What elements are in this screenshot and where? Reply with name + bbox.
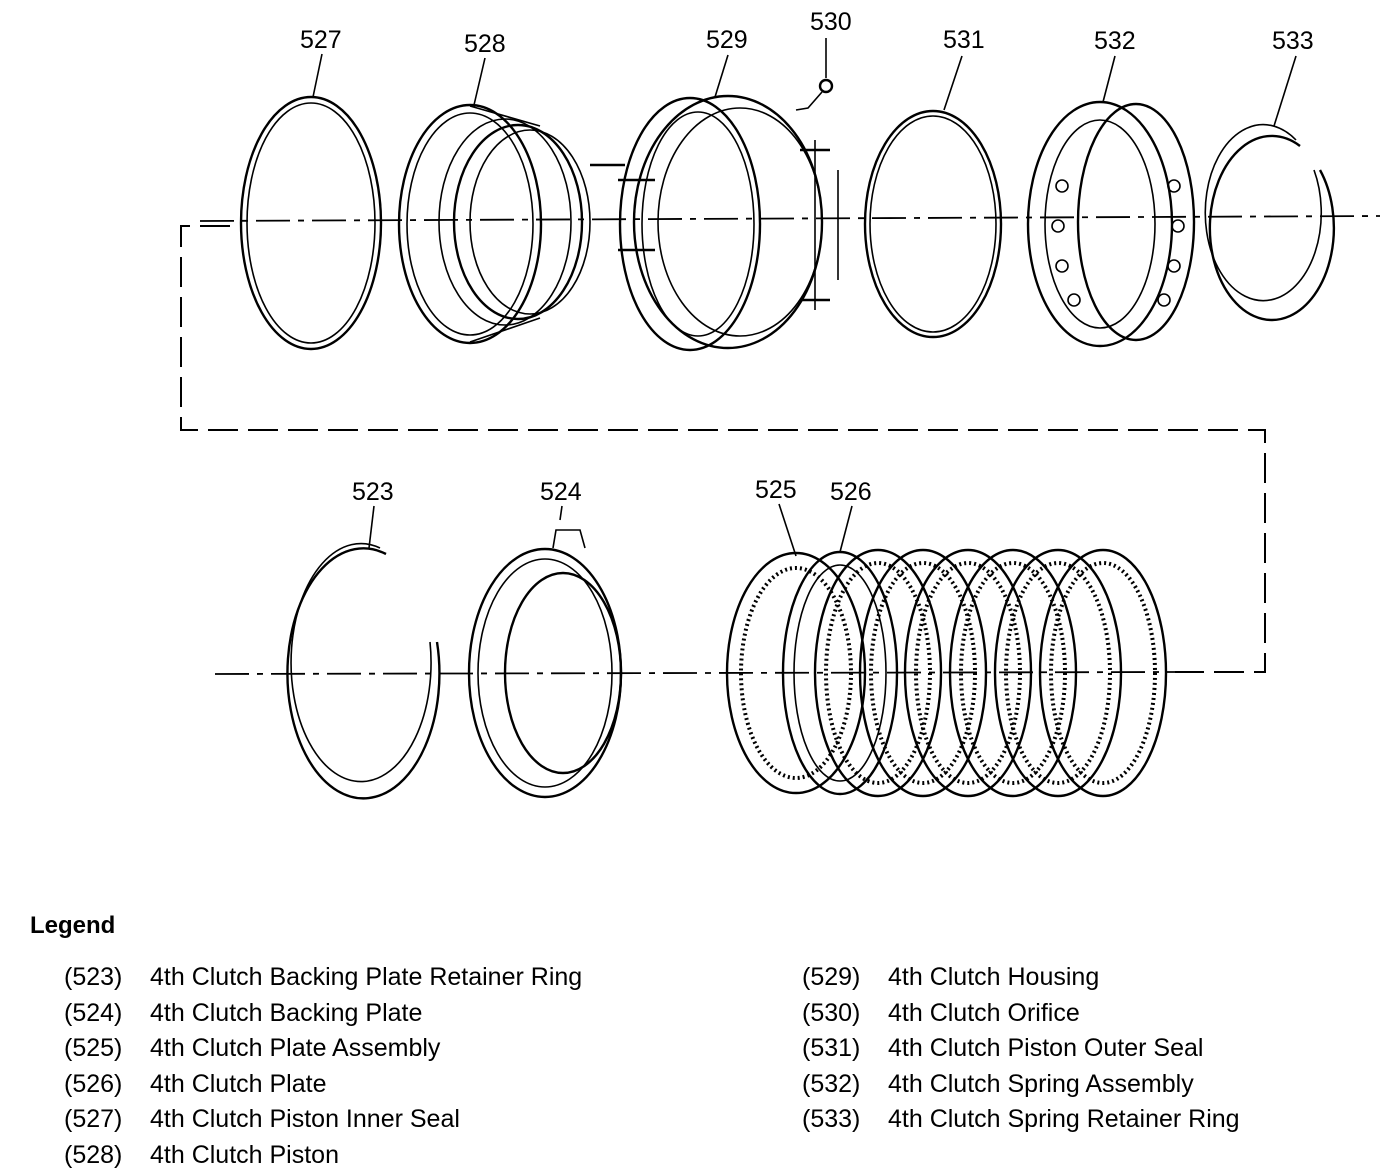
callout-523: 523: [352, 478, 394, 506]
part-525-526-clutch-plate-stack: [725, 548, 1168, 798]
legend-item-text: 4th Clutch Piston Outer Seal: [888, 1034, 1204, 1063]
legend-item: (532) 4th Clutch Spring Assembly: [802, 1067, 1240, 1103]
legend-item: (526) 4th Clutch Plate: [64, 1067, 582, 1103]
legend-item-number: (527): [64, 1105, 123, 1134]
legend-item: (530) 4th Clutch Orifice: [802, 996, 1240, 1032]
assembly-path-line: [180, 225, 1266, 673]
part-529-housing: [590, 94, 839, 352]
part-533-spring-retainer-ring: [1204, 123, 1336, 322]
legend-item: (528) 4th Clutch Piston: [64, 1138, 582, 1174]
legend-item-number: (526): [64, 1069, 123, 1098]
part-532-spring-assembly: [1026, 100, 1196, 348]
legend-item: (531) 4th Clutch Piston Outer Seal: [802, 1031, 1240, 1067]
legend-item-text: 4th Clutch Backing Plate Retainer Ring: [150, 963, 583, 992]
legend-item-text: 4th Clutch Spring Assembly: [888, 1069, 1194, 1098]
part-528-piston: [397, 103, 591, 345]
legend-item-number: (529): [802, 963, 861, 992]
callout-527: 527: [300, 26, 342, 54]
legend-right-column: (529) 4th Clutch Housing (530) 4th Clutch …: [802, 960, 1240, 1138]
callout-524: 524: [540, 478, 582, 506]
callout-528: 528: [464, 30, 506, 58]
callout-532: 532: [1094, 27, 1136, 55]
callout-533: 533: [1272, 27, 1314, 55]
exploded-parts-diagram: 527 528 529 530 531 532 533 523 524 525 …: [180, 8, 1381, 800]
legend-item-number: (533): [802, 1105, 861, 1134]
legend-item-text: 4th Clutch Backing Plate: [150, 998, 423, 1027]
callout-529: 529: [706, 26, 748, 54]
legend-item: (533) 4th Clutch Spring Retainer Ring: [802, 1102, 1240, 1138]
callout-530: 530: [810, 8, 852, 36]
legend-item-number: (525): [64, 1034, 123, 1063]
legend-item-number: (524): [64, 998, 123, 1027]
part-531-piston-outer-seal: [863, 109, 1003, 339]
legend-item-text: 4th Clutch Housing: [888, 963, 1100, 992]
legend-item-text: 4th Clutch Plate Assembly: [150, 1034, 441, 1063]
lower-axis-line: [214, 671, 1176, 675]
callout-526: 526: [830, 478, 872, 506]
callout-531: 531: [943, 26, 985, 54]
legend-item-text: 4th Clutch Piston Inner Seal: [150, 1105, 460, 1134]
legend-item-text: 4th Clutch Piston: [150, 1140, 339, 1169]
legend-item-number: (523): [64, 963, 123, 992]
legend-item-text: 4th Clutch Orifice: [888, 998, 1080, 1027]
upper-axis-line: [199, 215, 1381, 222]
legend-item: (524) 4th Clutch Backing Plate: [64, 996, 582, 1032]
part-524-backing-plate: [467, 529, 623, 799]
callout-leader-lines: [312, 38, 1297, 557]
legend-item: (529) 4th Clutch Housing: [802, 960, 1240, 996]
legend-item-number: (531): [802, 1034, 861, 1063]
legend-item-text: 4th Clutch Spring Retainer Ring: [888, 1105, 1240, 1134]
legend-item: (525) 4th Clutch Plate Assembly: [64, 1031, 582, 1067]
part-530-orifice: [818, 78, 834, 94]
legend-item-number: (530): [802, 998, 861, 1027]
legend-item-number: (528): [64, 1140, 123, 1169]
legend-item: (527) 4th Clutch Piston Inner Seal: [64, 1102, 582, 1138]
legend-left-column: (523) 4th Clutch Backing Plate Retainer R…: [64, 960, 582, 1173]
legend-item-text: 4th Clutch Plate: [150, 1069, 327, 1098]
callout-525: 525: [755, 476, 797, 504]
legend-title: Legend: [30, 912, 116, 939]
legend-item: (523) 4th Clutch Backing Plate Retainer R…: [64, 960, 582, 996]
part-527-piston-inner-seal: [239, 95, 383, 351]
legend-item-number: (532): [802, 1069, 861, 1098]
part-523-retainer-ring: [286, 542, 441, 800]
